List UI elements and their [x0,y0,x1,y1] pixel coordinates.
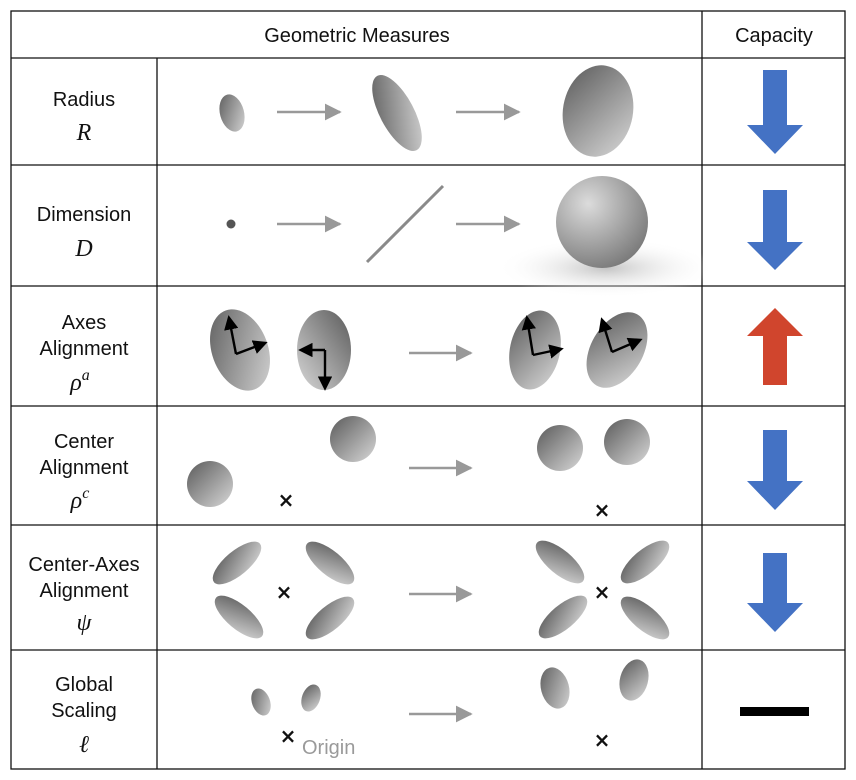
row-label-global-scaling: Global Scaling ℓ [51,674,117,758]
small-ellipse [219,94,245,132]
row-label-text: Scaling [51,700,117,722]
dimension-illustration [226,176,716,298]
ellipse [538,595,588,639]
ball [604,419,650,465]
row-label-text: Alignment [40,580,129,602]
origin-cross: × [594,580,611,604]
row-symbol: ρc [70,485,90,514]
origin-cross: × [276,580,293,604]
large-ellipse [562,65,634,157]
axis-arrows [298,342,333,391]
row-symbol: ℓ [79,732,89,758]
sphere-shadow [496,238,716,298]
row-label-text: Alignment [40,338,129,360]
row-label-dimension: Dimension D [37,204,131,262]
ellipse [540,667,570,709]
center-axes-alignment-illustration: × × [212,540,670,640]
ellipse [535,540,585,584]
axes-alignment-illustration [210,309,648,391]
row-label-axes-alignment: Axes Alignment ρa [40,312,129,396]
row-label-text: Dimension [37,204,131,226]
origin-cross: × [280,724,297,748]
row-label-text: Center [54,431,114,453]
row-label-text: Alignment [40,457,129,479]
row-label-text: Center-Axes [28,554,139,576]
ellipse [620,540,670,584]
capacity-down-arrow-center-alignment [747,430,803,510]
ellipse [619,659,649,701]
center-alignment-illustration: × × [187,416,650,522]
ellipse [214,595,264,639]
row-symbol: ψ [77,610,93,636]
axis-arrows [598,317,643,354]
origin-cross: × [594,498,611,522]
ellipse [301,684,321,712]
axis-arrows [224,315,268,356]
capacity-down-arrow-dimension [747,190,803,270]
ellipse-left-1 [210,309,270,391]
row-label-center-axes-alignment: Center-Axes Alignment ψ [28,554,139,636]
capacity-flat-bar-global-scaling [740,707,809,716]
capacity-down-arrow-center-axes-alignment [747,553,803,632]
ellipse [305,541,355,585]
ellipse [620,596,670,640]
ball [537,425,583,471]
origin-label: Origin [302,737,355,759]
ellipse [305,596,355,640]
capacity-indicators [740,70,809,716]
row-label-text: Axes [62,312,106,334]
ellipse [212,541,262,585]
ball [187,461,233,507]
row-label-center-alignment: Center Alignment ρc [40,431,129,514]
sphere [556,176,648,268]
elongated-ellipse [372,75,422,151]
global-scaling-illustration: × Origin × [251,659,649,759]
axis-arrows [521,315,564,359]
line-segment [365,184,445,264]
row-label-text: Global [55,674,113,696]
table-grid [10,10,846,770]
row-symbol: D [74,236,92,262]
capacity-up-arrow-axes-alignment [747,308,803,385]
radius-illustration [219,65,634,157]
point-dot [226,219,236,229]
origin-cross: × [594,728,611,752]
capacity-down-arrow-radius [747,70,803,154]
origin-cross: × [278,488,295,512]
header-geometric-measures: Geometric Measures [264,25,450,47]
row-label-text: Radius [53,89,115,111]
row-label-radius: Radius R [53,89,115,146]
header-capacity: Capacity [735,25,813,47]
row-symbol: R [76,120,92,146]
ellipse [251,688,271,716]
ball [330,416,376,462]
row-symbol: ρa [69,367,90,396]
